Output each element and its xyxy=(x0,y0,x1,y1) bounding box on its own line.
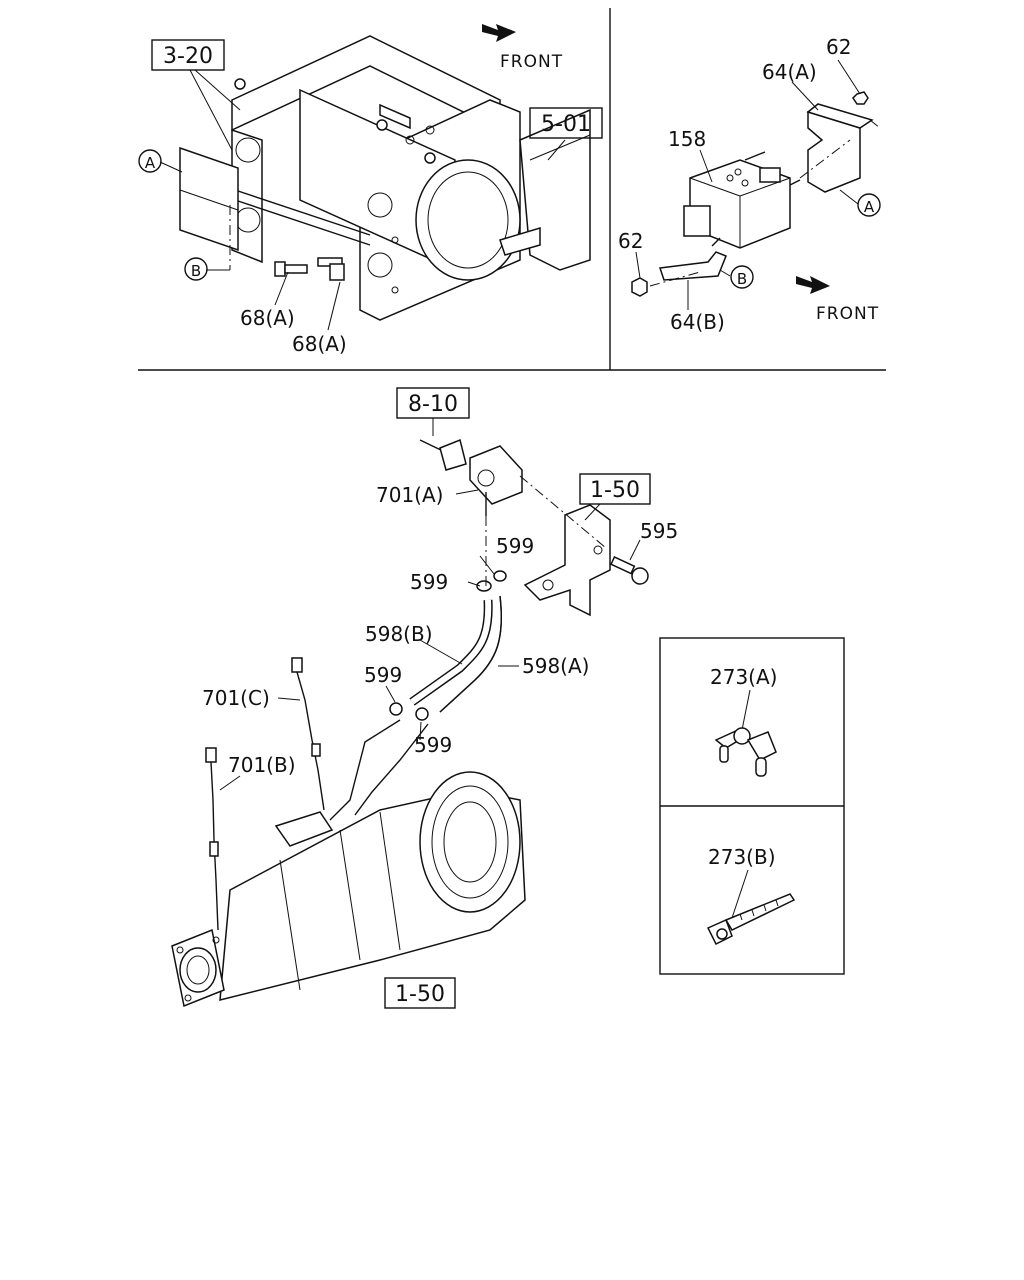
circle-a-right xyxy=(857,193,881,217)
label-595: 595 xyxy=(640,519,678,543)
clamp-599-2 xyxy=(476,580,492,592)
label-701b: 701(B) xyxy=(228,753,296,777)
valve-158 xyxy=(683,151,801,249)
clamp-599-3 xyxy=(389,702,403,716)
clamp-599-4 xyxy=(415,707,429,721)
label-68a-2: 68(A) xyxy=(292,332,347,356)
svg-text:B: B xyxy=(737,270,747,288)
ref-8-10: 8-10 xyxy=(408,392,458,417)
label-599-1: 599 xyxy=(496,534,534,558)
label-68a-1: 68(A) xyxy=(240,306,295,330)
label-701c: 701(C) xyxy=(202,686,270,710)
nut-62-top xyxy=(852,91,869,105)
label-599-3: 599 xyxy=(364,663,402,687)
frame-tank-assembly xyxy=(179,35,591,321)
label-64b: 64(B) xyxy=(670,310,725,334)
svg-text:B: B xyxy=(191,262,201,280)
dpf-assembly xyxy=(171,719,526,1008)
ref-box-3-20 xyxy=(151,39,225,71)
label-273b: 273(B) xyxy=(708,845,776,869)
bolt-595 xyxy=(610,555,649,585)
clamp-599-1 xyxy=(493,570,507,582)
ref-box-1-50-dpf xyxy=(384,977,456,1009)
ref-5-01: 5-01 xyxy=(541,112,591,137)
ref-1-50-bracket: 1-50 xyxy=(590,478,640,503)
svg-text:A: A xyxy=(145,154,156,172)
sensor-701c xyxy=(291,657,325,811)
front-label-top-left: FRONT xyxy=(500,52,563,72)
label-599-2: 599 xyxy=(410,570,448,594)
label-64a: 64(A) xyxy=(762,60,817,84)
label-273a: 273(A) xyxy=(710,665,777,689)
circle-b-left xyxy=(184,257,208,281)
ref-3-20: 3-20 xyxy=(163,44,213,69)
front-arrow-icon xyxy=(796,276,830,294)
clamp-273b xyxy=(706,893,796,946)
clamp-273a xyxy=(714,727,777,777)
ref-1-50-dpf: 1-50 xyxy=(395,982,445,1007)
nut-62-left xyxy=(631,277,648,297)
label-701a: 701(A) xyxy=(376,483,443,507)
front-arrow-icon xyxy=(482,24,516,42)
label-598a: 598(A) xyxy=(522,654,589,678)
label-62-top: 62 xyxy=(826,35,851,59)
ref-box-5-01 xyxy=(529,107,603,139)
bolt-68a-2 xyxy=(317,257,345,281)
bracket-64b xyxy=(658,251,727,281)
bolt-68a-1 xyxy=(274,261,308,277)
label-62-left: 62 xyxy=(618,229,643,253)
circle-a-left xyxy=(138,149,162,173)
label-598b: 598(B) xyxy=(365,622,433,646)
label-158: 158 xyxy=(668,127,706,151)
svg-text:A: A xyxy=(864,198,875,216)
circle-b-right xyxy=(730,265,754,289)
ref-box-1-50-bracket xyxy=(579,473,651,505)
bracket-1-50 xyxy=(523,504,611,617)
front-label-top-right: FRONT xyxy=(816,304,879,324)
sensor-701a xyxy=(419,438,523,516)
label-599-4: 599 xyxy=(414,733,452,757)
sensor-701b xyxy=(205,747,219,931)
